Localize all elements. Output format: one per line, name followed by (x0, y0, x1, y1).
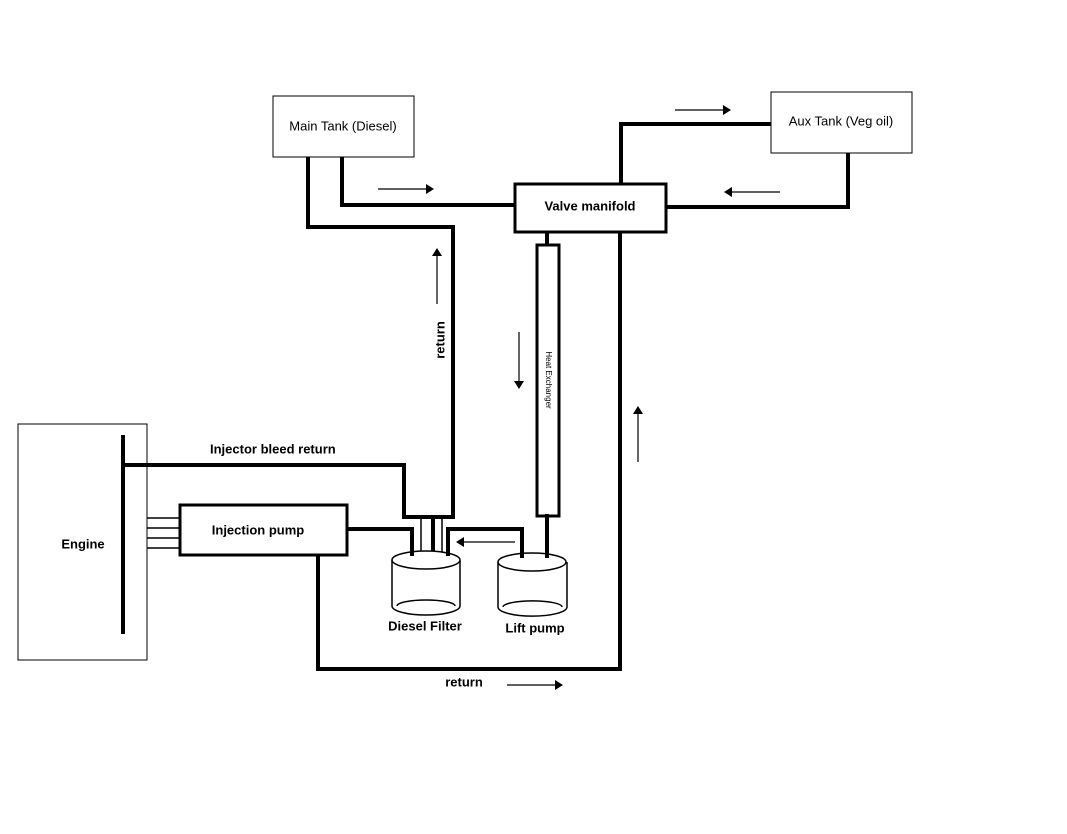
arrow-up-icon (432, 248, 442, 304)
engine-label: Engine (61, 536, 104, 551)
valve-manifold: Valve manifold (513, 182, 668, 234)
lift-pump: Lift pump (497, 552, 568, 635)
aux-tank-top-pipe (619, 122, 773, 185)
main-tank-label: Main Tank (Diesel) (289, 118, 396, 133)
aux-tank-supply-pipe (664, 151, 850, 209)
main-tank: Main Tank (Diesel) (272, 95, 415, 158)
heat-exchanger: Heat Exchanger (535, 243, 561, 518)
engine: Engine (17, 423, 148, 661)
return-bottom-label: return (445, 674, 483, 689)
arrow-left-icon (724, 187, 780, 197)
diesel-filter: Diesel Filter (388, 550, 462, 633)
diesel-filter-label: Diesel Filter (388, 618, 462, 633)
arrow-up-icon (633, 406, 643, 462)
valve-manifold-label: Valve manifold (544, 198, 635, 213)
injection-pump-label: Injection pump (212, 522, 305, 537)
injector-bleed-return-label: Injector bleed return (210, 441, 336, 456)
injection-pump-return-pipe (316, 230, 622, 671)
arrow-down-icon (514, 332, 524, 389)
main-tank-return-pipe (306, 155, 455, 554)
injector-lines (147, 517, 180, 549)
injector-bleed-return-pipe (121, 463, 435, 519)
filter-inlet-tubes (420, 517, 443, 552)
return-vertical-label: return (432, 321, 447, 359)
filter-to-injection-pump-pipe (345, 527, 414, 554)
arrow-right-icon (675, 105, 731, 115)
main-tank-supply-pipe (340, 155, 517, 207)
injection-pump: Injection pump (178, 503, 349, 557)
lift-pump-label: Lift pump (505, 620, 564, 635)
arrow-right-icon (378, 184, 434, 194)
arrow-left-icon (456, 537, 515, 547)
arrow-right-icon (507, 680, 563, 690)
aux-tank: Aux Tank (Veg oil) (770, 91, 913, 154)
aux-tank-label: Aux Tank (Veg oil) (789, 113, 894, 128)
heat-exchanger-label: Heat Exchanger (544, 351, 553, 409)
